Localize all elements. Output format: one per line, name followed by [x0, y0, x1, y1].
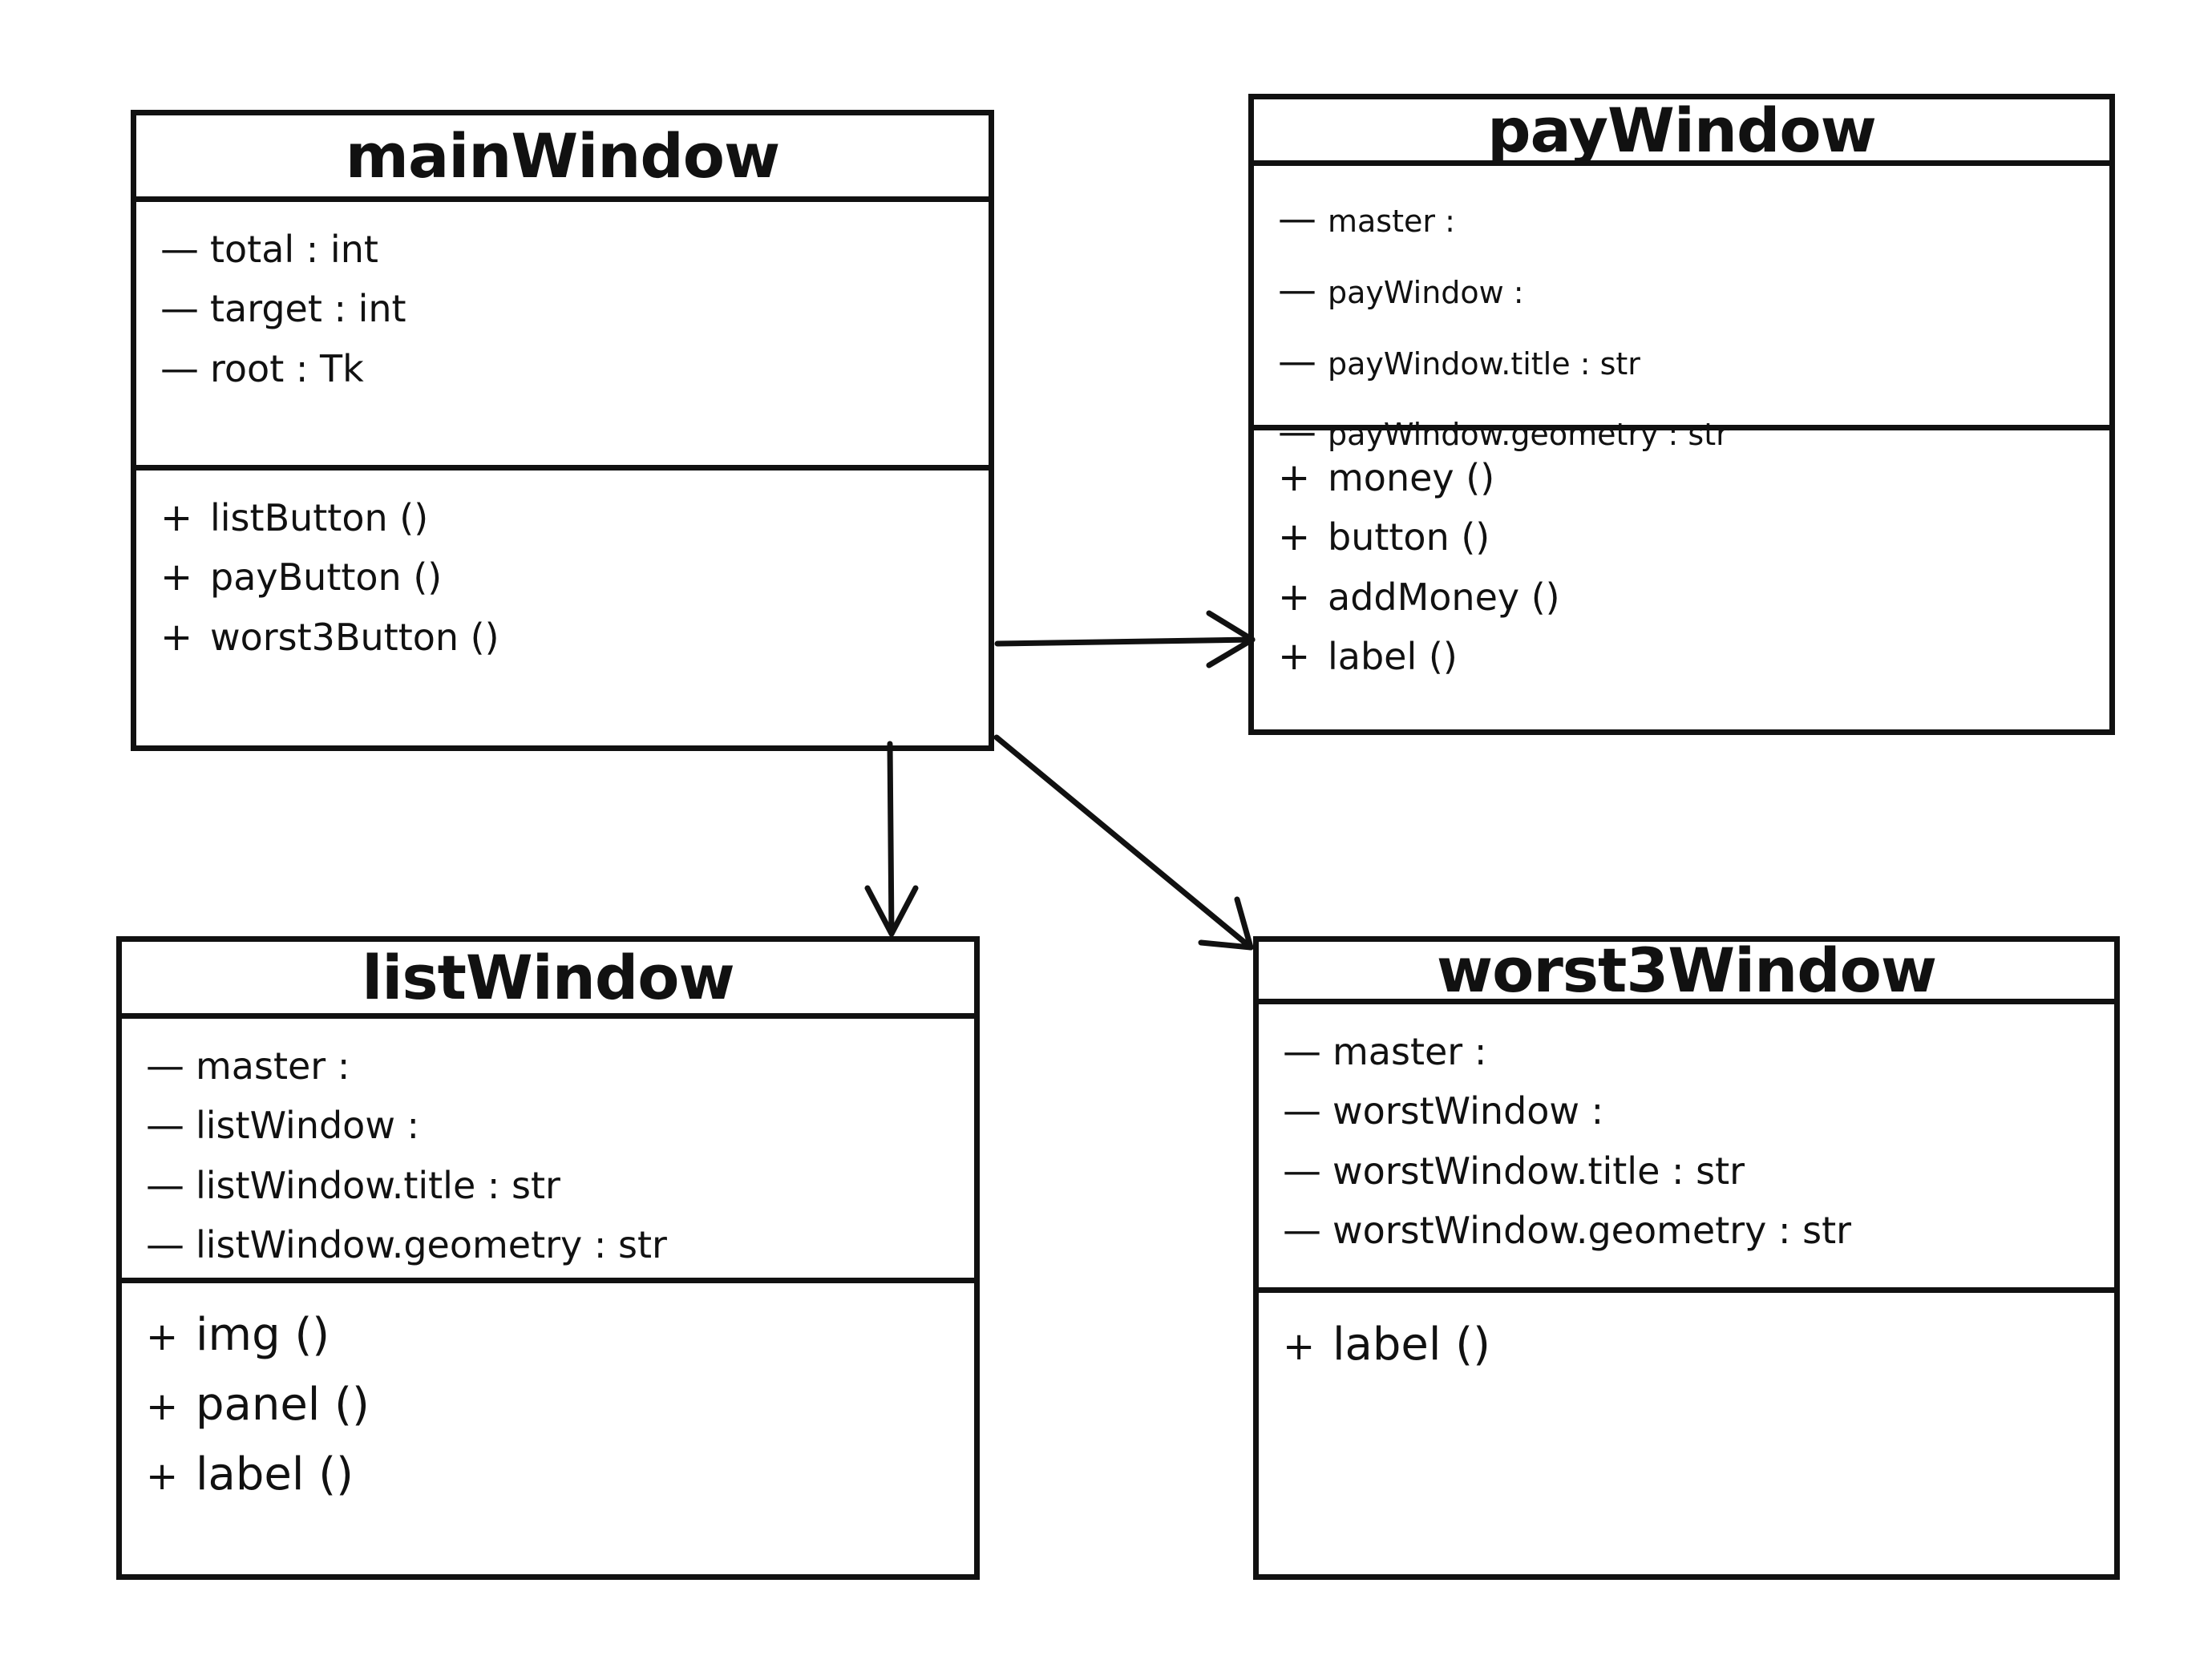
attribute-row: — payWindow.title : str: [1278, 326, 2085, 398]
attribute-text: payWindow.geometry : str: [1328, 417, 1729, 453]
attribute-row: —worstWindow.title : str: [1283, 1141, 2090, 1201]
visibility-marker: —: [1278, 338, 1316, 384]
class-box-worst3-window: worst3Window —master : —worstWindow : —w…: [1253, 935, 2120, 1580]
visibility-marker: —: [146, 1162, 184, 1208]
attribute-text: payWindow :: [1328, 274, 1524, 310]
methods-section: + label (): [1259, 1293, 2114, 1380]
visibility-marker: —: [1283, 1208, 1321, 1254]
methods-section: + listButton () + payButton () + worst3Butt…: [136, 471, 989, 667]
class-box-pay-window: payWindow — master : — payWindow : — payWin…: [1248, 94, 2115, 735]
visibility-marker: —: [160, 345, 199, 391]
methods-section: + money () + button () + addMoney () + label…: [1254, 430, 2109, 687]
visibility-marker: —: [160, 227, 199, 272]
method-row: + img (): [146, 1301, 950, 1371]
method-row: + label (): [146, 1440, 950, 1510]
class-box-list-window: listWindow — master : — listWindow : — list…: [116, 936, 980, 1580]
method-text: worst3Button (): [210, 615, 499, 659]
attribute-row: — total : int: [160, 220, 964, 279]
method-row: + label (): [1278, 627, 2085, 686]
visibility-marker: +: [160, 614, 193, 660]
visibility-marker: —: [1283, 1088, 1321, 1134]
method-text: button (): [1328, 515, 1490, 559]
method-text: addMoney (): [1328, 575, 1560, 619]
attributes-section: — master : — listWindow : — listWindow.titl…: [122, 1019, 974, 1283]
attribute-row: — master :: [146, 1036, 950, 1096]
attributes-section: — master : — payWindow : — payWindow.title …: [1254, 166, 2109, 454]
method-text: label (): [1328, 635, 1458, 679]
visibility-marker: +: [1283, 1324, 1316, 1369]
method-text: panel (): [196, 1378, 370, 1431]
attribute-row: — payWindow.geometry : str: [1278, 397, 2085, 468]
attribute-row: — listWindow :: [146, 1096, 950, 1155]
visibility-marker: —: [146, 1103, 184, 1149]
attribute-text: master :: [1332, 1030, 1487, 1073]
visibility-marker: —: [146, 1044, 184, 1088]
visibility-marker: —: [160, 286, 199, 332]
methods-section: + img () + panel () + label (): [122, 1283, 974, 1509]
method-text: label (): [196, 1448, 354, 1500]
attribute-text: listWindow :: [196, 1104, 420, 1148]
class-name: payWindow: [1254, 95, 2109, 166]
visibility-marker: —: [1278, 196, 1316, 241]
class-name: worst3Window: [1259, 935, 2114, 1006]
method-text: listButton (): [210, 496, 429, 539]
method-row: + worst3Button (): [160, 608, 964, 667]
attribute-text: master :: [1328, 204, 1455, 239]
arrow-main-to-worst3: [993, 734, 1254, 951]
method-text: img (): [196, 1309, 330, 1361]
visibility-marker: —: [1278, 267, 1316, 313]
method-row: + listButton (): [160, 488, 964, 547]
attributes-section: —master : —worstWindow : —worstWindow.ti…: [1259, 1004, 2114, 1293]
attribute-text: worstWindow.title : str: [1332, 1149, 1745, 1193]
attribute-row: — listWindow.geometry : str: [146, 1215, 950, 1274]
visibility-marker: —: [1283, 1148, 1321, 1193]
attribute-row: —worstWindow :: [1283, 1081, 2090, 1141]
attribute-text: target : int: [210, 287, 406, 331]
visibility-marker: +: [1278, 455, 1311, 500]
method-text: label (): [1332, 1319, 1490, 1371]
arrow-main-to-list: [864, 741, 919, 937]
attributes-section: —total : int —target : int —root : Tk: [136, 202, 989, 471]
method-row: + panel (): [146, 1371, 950, 1440]
method-row: + payButton (): [160, 547, 964, 607]
visibility-marker: +: [1278, 634, 1311, 680]
attribute-text: root : Tk: [210, 346, 364, 390]
method-row: + button (): [1278, 507, 2085, 567]
visibility-marker: +: [146, 1315, 179, 1359]
attribute-text: payWindow.title : str: [1328, 345, 1640, 382]
visibility-marker: +: [146, 1453, 179, 1499]
method-row: + addMoney (): [1278, 567, 2085, 627]
visibility-marker: —: [1283, 1029, 1321, 1074]
method-row: + label (): [1283, 1311, 2090, 1380]
attribute-row: — listWindow.title : str: [146, 1156, 950, 1215]
attribute-text: master :: [196, 1044, 350, 1088]
class-box-main-window: mainWindow —total : int —target : int —r…: [131, 110, 994, 751]
visibility-marker: +: [1278, 515, 1311, 560]
attribute-text: listWindow.title : str: [196, 1163, 560, 1207]
visibility-marker: —: [146, 1222, 184, 1268]
attribute-row: — master :: [1283, 1022, 2090, 1081]
attribute-text: listWindow.geometry : str: [196, 1223, 667, 1267]
attribute-row: —worstWindow.geometry : str: [1283, 1201, 2090, 1260]
attribute-text: total : int: [210, 228, 378, 271]
method-text: payButton (): [210, 555, 443, 600]
visibility-marker: +: [160, 555, 193, 600]
attribute-text: worstWindow :: [1332, 1089, 1604, 1133]
method-text: money (): [1328, 456, 1495, 499]
arrow-main-to-pay: [994, 610, 1256, 668]
class-name: listWindow: [122, 942, 974, 1019]
attribute-row: — payWindow :: [1278, 255, 2085, 326]
visibility-marker: +: [1278, 574, 1311, 620]
visibility-marker: +: [160, 495, 193, 540]
class-name: mainWindow: [136, 115, 989, 202]
visibility-marker: —: [1278, 410, 1316, 455]
attribute-text: worstWindow.geometry : str: [1332, 1209, 1852, 1253]
attribute-row: — master :: [1278, 184, 2085, 255]
attribute-row: —root : Tk: [160, 339, 964, 398]
method-row: + money (): [1278, 448, 2085, 507]
attribute-row: —target : int: [160, 279, 964, 338]
visibility-marker: +: [146, 1383, 179, 1429]
